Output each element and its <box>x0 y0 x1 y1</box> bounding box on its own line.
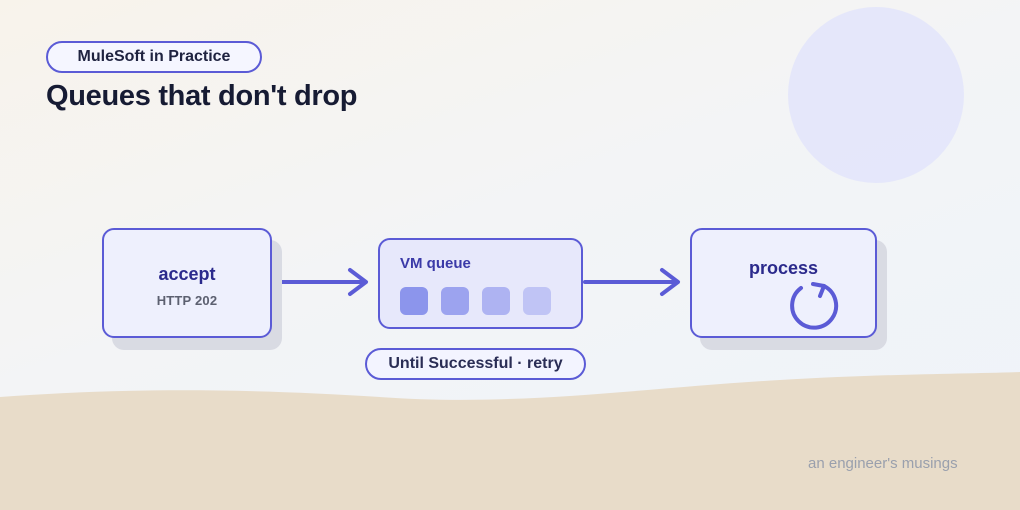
retry-badge-label: Until Successful · retry <box>388 355 563 372</box>
accept-node: accept HTTP 202 <box>102 228 272 338</box>
process-node-label: process <box>748 258 819 278</box>
process-node: process <box>690 228 877 338</box>
vm-queue-label: VM queue <box>400 255 471 272</box>
retry-badge: Until Successful · retry <box>365 348 586 380</box>
queue-slot <box>400 287 428 315</box>
footer-tagline: an engineer's musings <box>808 455 958 472</box>
queue-slot <box>482 287 510 315</box>
queue-slot <box>523 287 551 315</box>
page-title: Queues that don't drop <box>46 80 358 112</box>
queue-slot <box>441 287 469 315</box>
vm-queue-node: VM queue <box>378 238 583 329</box>
decorative-circle <box>788 7 964 183</box>
refresh-icon <box>790 282 839 330</box>
accept-node-status: HTTP 202 <box>156 293 218 308</box>
accept-node-label: accept <box>158 264 216 284</box>
series-badge-label: MuleSoft in Practice <box>77 48 231 65</box>
series-badge: MuleSoft in Practice <box>46 41 262 73</box>
